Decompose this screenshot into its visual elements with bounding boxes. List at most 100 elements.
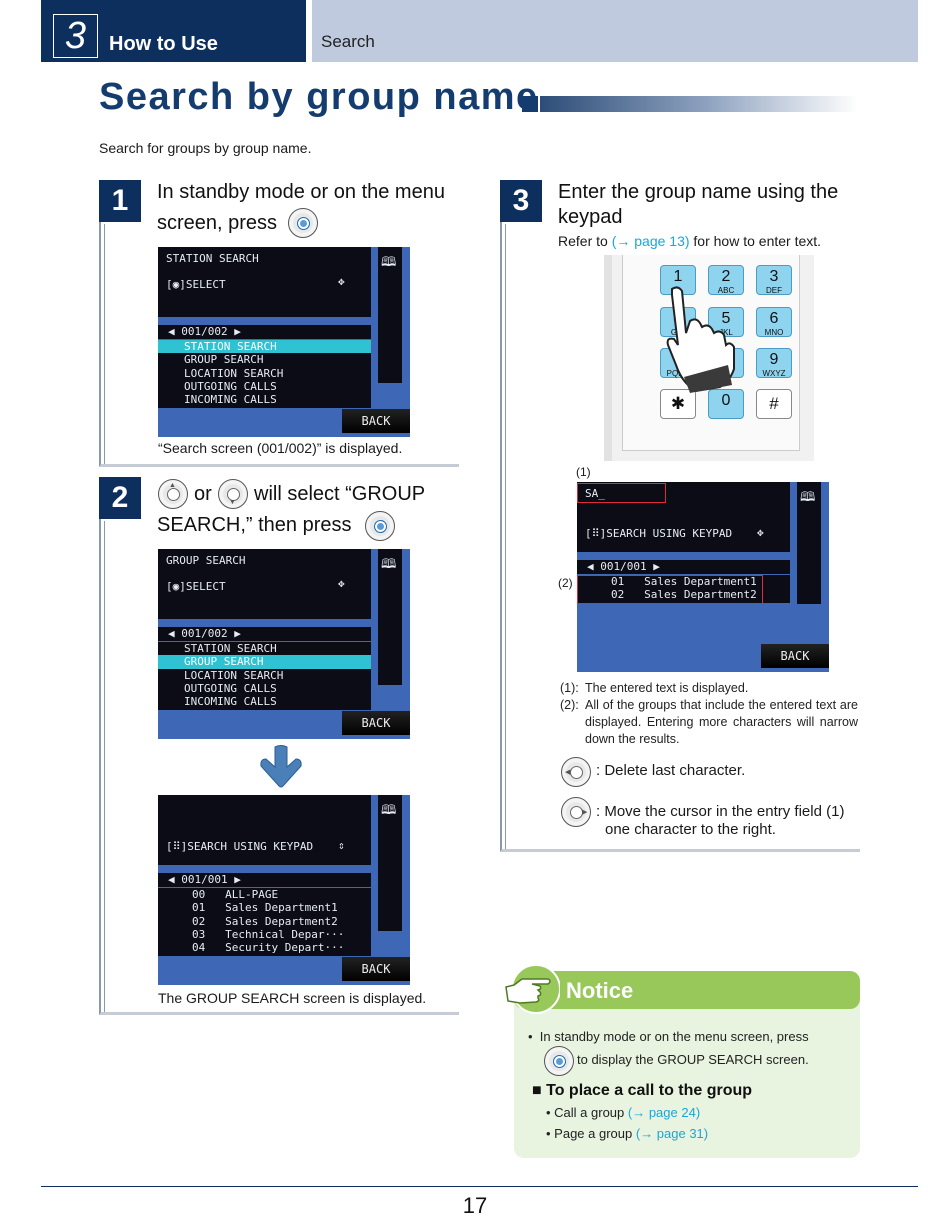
page-13-link[interactable]: (→ page 13) <box>611 233 690 249</box>
list-item: 04 Security Depart··· <box>192 941 345 955</box>
section-title: Search <box>321 32 375 51</box>
page-title: Search by group name <box>99 76 539 118</box>
notice-subhead: ■ To place a call to the group <box>532 1082 753 1099</box>
notice-header <box>514 971 860 1009</box>
list-item: 03 Technical Depar··· <box>192 927 345 941</box>
screen-select-hint: [◉]SELECT <box>166 278 226 291</box>
move-cursor-icon: ✥ <box>338 275 345 288</box>
step-1-caption: “Search screen (001/002)” is displayed. <box>158 440 403 456</box>
book-icon: 🕮 <box>381 255 397 270</box>
chapter-header: 3 How to Use <box>41 0 306 62</box>
list-item: 02 Sales Department2 <box>611 588 757 602</box>
list-item: INCOMING CALLS <box>184 695 277 709</box>
step-2: 2 <box>99 477 459 1015</box>
screen-result-list: 01 Sales Department1 02 Sales Department… <box>577 575 790 603</box>
pointing-finger-icon <box>505 964 560 1014</box>
select-button-icon <box>544 1046 574 1076</box>
step-3-text-line2: keypad <box>558 206 623 228</box>
right-button-icon: ▶ <box>561 797 591 827</box>
page-number: 17 <box>462 1193 488 1218</box>
step-2-caption: The GROUP SEARCH screen is displayed. <box>158 990 427 1006</box>
key-0: 0 <box>708 389 744 419</box>
screen-pager: ◀ 001/002 ▶ <box>158 627 371 641</box>
book-icon: 🕮 <box>381 557 397 572</box>
screen-menu-list: STATION SEARCH GROUP SEARCH LOCATION SEA… <box>158 642 371 710</box>
key-star: ✱ <box>660 389 696 419</box>
move-cursor-icon: ✥ <box>338 577 345 590</box>
book-icon: 🕮 <box>800 490 816 505</box>
step-number: 2 <box>99 477 141 519</box>
list-item: STATION SEARCH <box>184 642 277 655</box>
up-button-icon: ▲ <box>158 479 188 509</box>
marker-2: (2) <box>558 576 573 590</box>
arrow-down-icon <box>260 745 302 788</box>
step-2-text-part1: will select “GROUP <box>254 483 426 505</box>
screen-back-button: BACK <box>342 711 410 735</box>
step-1-text-line1: In standby mode or on the menu <box>157 181 445 203</box>
notice-bullet-1-line2: to display the GROUP SEARCH screen. <box>577 1052 809 1067</box>
screen-back-button: BACK <box>761 644 829 668</box>
list-item: 02 Sales Department2 <box>192 914 338 928</box>
key-hash: # <box>756 389 792 419</box>
results-highlight <box>577 575 763 604</box>
chapter-title: How to Use <box>109 33 218 55</box>
left-button-icon: ◀ <box>561 757 591 787</box>
key-1: 1 <box>660 265 696 295</box>
scroll-icon: ⇕ <box>338 839 345 852</box>
list-item: INCOMING CALLS <box>184 393 277 407</box>
notice-box: Notice • In standby mode or on the menu … <box>505 964 860 1158</box>
screen-entry-field: SA_ <box>585 487 605 500</box>
list-item: LOCATION SEARCH <box>184 366 284 380</box>
device-screen-search-results: 🕮 SA_ [⠿]SEARCH USING KEYPAD ✥ ◀ 001/001… <box>577 482 829 672</box>
chapter-number: 3 <box>53 14 98 58</box>
step-1-text-line2: screen, press <box>157 212 278 234</box>
marker-1: (1) <box>576 465 591 479</box>
entry-field-highlight <box>577 483 666 503</box>
device-screen-group-search: 🕮 GROUP SEARCH [◉]SELECT ✥ ◀ 001/002 ▶ S… <box>158 549 410 739</box>
select-button-icon <box>365 511 395 541</box>
list-item: 01 Sales Department1 <box>611 575 757 588</box>
list-item: GROUP SEARCH <box>158 655 371 669</box>
notice-item-call: • Call a group (→ page 24) <box>546 1105 701 1120</box>
notice-bullet-1-line1: • In standby mode or on the menu screen,… <box>528 1029 809 1044</box>
screen-back-button: BACK <box>342 409 410 433</box>
intro-text: Search for groups by group name. <box>99 140 312 156</box>
list-item: LOCATION SEARCH <box>184 668 284 682</box>
screen-keypad-hint: [⠿]SEARCH USING KEYPAD <box>585 527 733 540</box>
step-3-refer: Refer to (→ page 13) for how to enter te… <box>558 233 822 249</box>
move-instruction-line2: one character to the right. <box>605 821 776 838</box>
select-button-icon <box>288 208 318 238</box>
screen-select-hint: [◉]SELECT <box>166 580 226 593</box>
pointing-hand-icon <box>666 286 735 393</box>
move-instruction-line1: : Move the cursor in the entry field (1) <box>596 803 845 820</box>
screen-group-list: 00 ALL-PAGE 01 Sales Department1 02 Sale… <box>158 888 371 956</box>
list-item: OUTGOING CALLS <box>184 681 277 695</box>
down-button-icon: ▼ <box>218 479 248 509</box>
step-2-text-line2: SEARCH,” then press <box>157 514 352 536</box>
step-2-or: or <box>194 483 212 505</box>
list-item: 00 ALL-PAGE <box>192 888 279 901</box>
step-number: 3 <box>500 180 542 222</box>
screen-keypad-hint: [⠿]SEARCH USING KEYPAD <box>166 840 314 853</box>
footer-divider <box>41 1186 918 1187</box>
book-icon: 🕮 <box>381 803 397 818</box>
step-3-text-line1: Enter the group name using the <box>558 181 839 203</box>
screen-title: GROUP SEARCH <box>166 554 246 567</box>
screen-title: STATION SEARCH <box>166 252 259 265</box>
page-24-link[interactable]: (→ page 24) <box>627 1105 701 1120</box>
delete-instruction: : Delete last character. <box>596 762 746 779</box>
step-number: 1 <box>99 180 141 222</box>
step-1: 1 <box>99 180 459 467</box>
step-3: 3 <box>500 180 860 852</box>
notice-title: Notice <box>566 978 634 1003</box>
device-screen-station-search: 🕮 STATION SEARCH [◉]SELECT ✥ ◀ 001/002 ▶… <box>158 247 410 437</box>
list-item: STATION SEARCH <box>158 340 371 354</box>
list-item: OUTGOING CALLS <box>184 379 277 393</box>
device-screen-group-list: 🕮 [⠿]SEARCH USING KEYPAD ⇕ ◀ 001/001 ▶ 0… <box>158 795 410 985</box>
page-31-link[interactable]: (→ page 31) <box>635 1126 709 1141</box>
screen-menu-list: STATION SEARCH GROUP SEARCH LOCATION SEA… <box>158 340 371 408</box>
